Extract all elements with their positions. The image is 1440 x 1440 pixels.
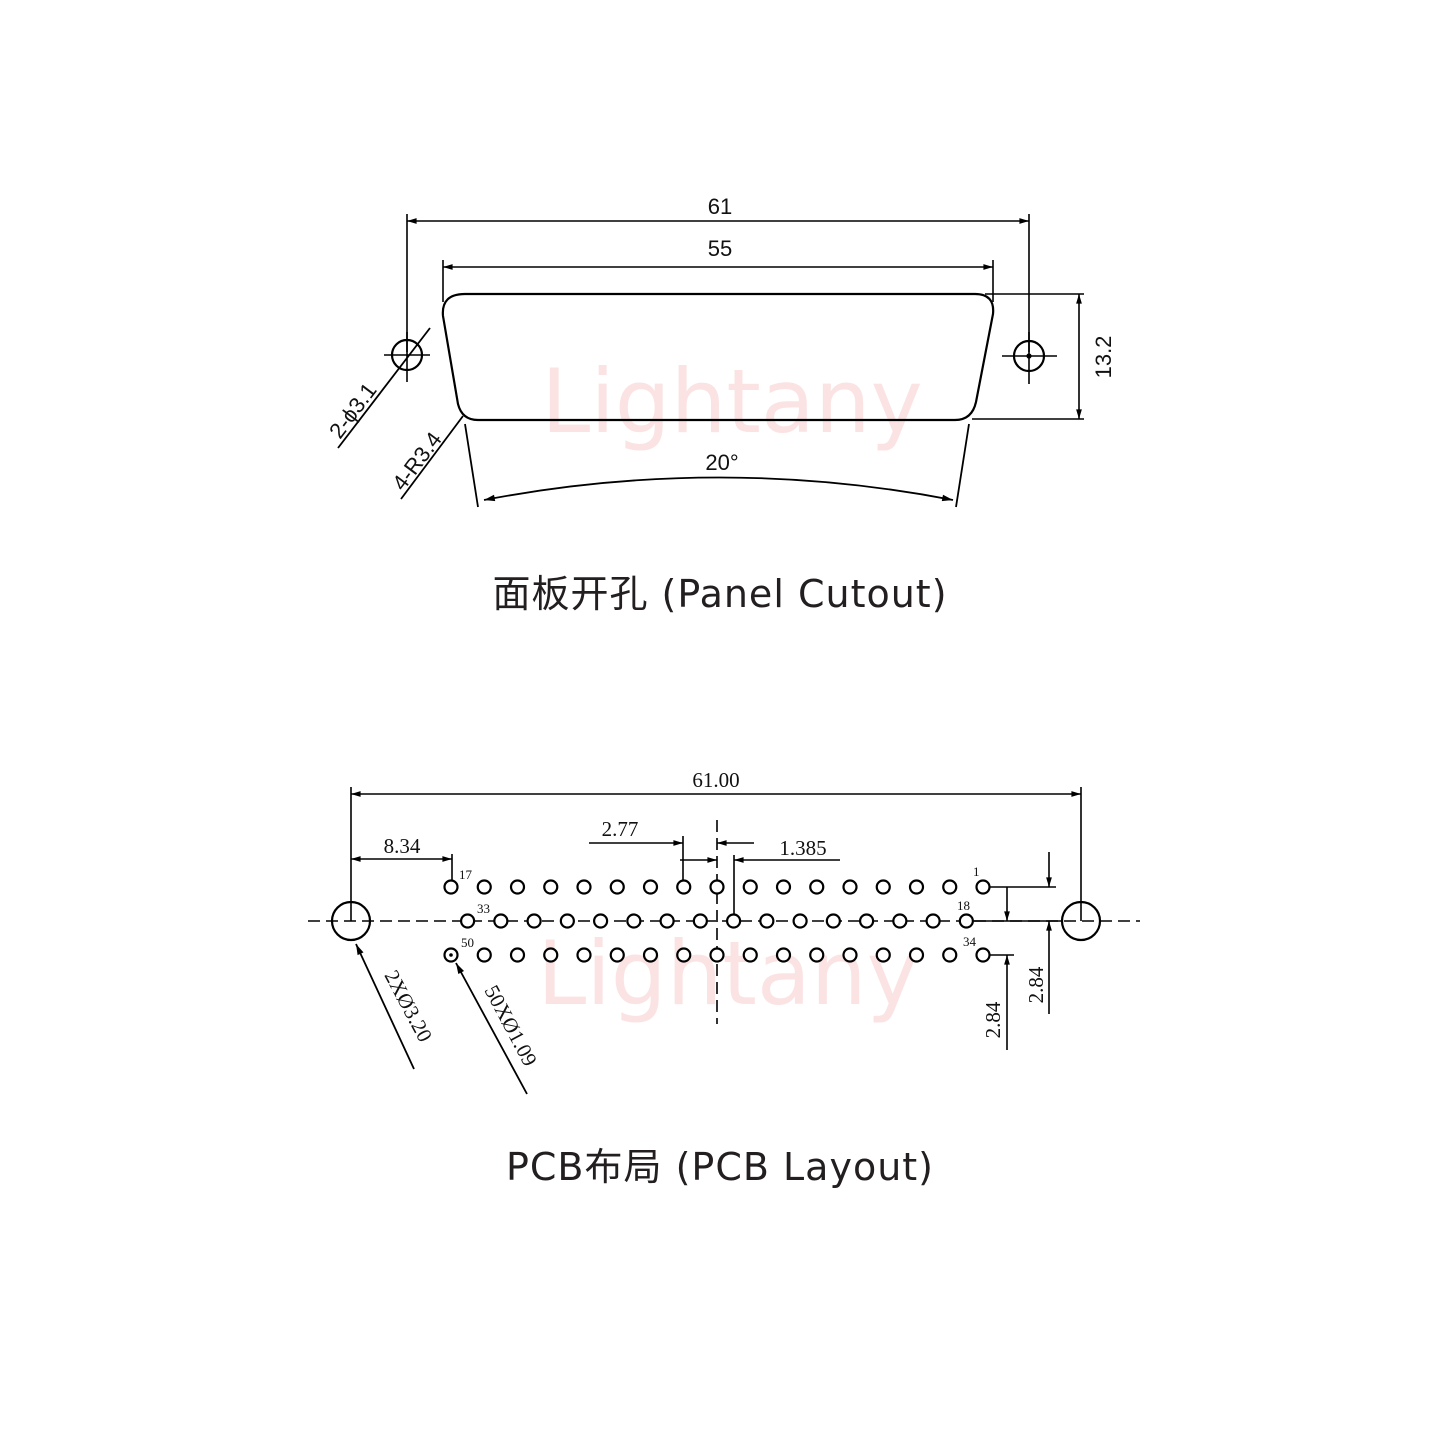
pin-hole [493, 913, 509, 929]
pin-hole [709, 879, 725, 895]
pin-hole [725, 913, 742, 929]
pin-hole [609, 947, 625, 963]
pin-hole [543, 947, 559, 963]
pin-hole [676, 947, 692, 963]
pcb-layout-drawing [308, 787, 1140, 1095]
pin-hole [476, 879, 492, 895]
pin-hole [875, 947, 891, 963]
dim-pcb-half-pitch: 1.385 [779, 836, 826, 860]
note-corner-radius: 4-R3.4 [387, 427, 447, 495]
pin-hole [642, 879, 659, 895]
pin-hole [443, 879, 459, 895]
pin-hole [809, 947, 825, 963]
pin-hole [676, 879, 692, 895]
dim-pcb-row-bottom: 2.84 [981, 1001, 1005, 1038]
pin-hole [842, 879, 858, 895]
pin-hole [509, 879, 526, 895]
pin-hole [709, 947, 725, 963]
dim-pcb-pitch: 2.77 [602, 817, 639, 841]
pin-hole [875, 879, 891, 895]
pin-label-17: 17 [459, 867, 473, 882]
pin-grid [443, 879, 991, 963]
pin-hole [942, 879, 958, 895]
pin-hole [576, 879, 592, 895]
d-sub-cutout-outline [441, 292, 995, 422]
dim-pcb-overall: 61.00 [692, 768, 739, 792]
dim-panel-height: 13.2 [1091, 336, 1116, 379]
pin-hole [925, 913, 941, 929]
note-mount-holes: 2-ϕ3.1 [324, 378, 382, 443]
pin-hole [659, 913, 675, 929]
dim-panel-opening: 55 [708, 236, 732, 261]
panel-cutout-caption: 面板开孔 (Panel Cutout) [492, 572, 948, 616]
pin-label-18: 18 [957, 898, 970, 913]
dim-panel-overall: 61 [708, 194, 732, 219]
pin-hole [692, 913, 708, 929]
pin-hole [476, 947, 492, 963]
pin-hole [742, 947, 758, 963]
watermark-bottom: Lightany [537, 922, 918, 1025]
pin-hole [509, 947, 526, 963]
pin-hole [742, 879, 758, 895]
pin-hole [975, 879, 991, 895]
note-pcb-mount-holes: 2XØ3.20 [380, 966, 438, 1046]
pin-hole [908, 947, 925, 963]
pin-hole [842, 947, 858, 963]
pin-hole [775, 879, 792, 895]
pin-hole [592, 913, 609, 929]
pin-hole [609, 879, 625, 895]
pin-label-50: 50 [461, 935, 474, 950]
dim-pcb-row-top: 2.84 [1024, 966, 1048, 1003]
pcb-layout-caption: PCB布局 (PCB Layout) [505, 1145, 935, 1189]
pin-hole [460, 913, 476, 929]
pin-hole [942, 947, 958, 963]
pin-hole [543, 879, 559, 895]
pin-hole [892, 913, 908, 929]
pin-hole [642, 947, 659, 963]
pin-label-33: 33 [477, 901, 490, 916]
pin-hole [958, 913, 974, 929]
pin-hole [559, 913, 575, 929]
pin-hole [908, 879, 925, 895]
pin-hole [576, 947, 592, 963]
dim-panel-angle: 20° [705, 450, 738, 475]
pin-hole [858, 913, 875, 929]
pin-hole [759, 913, 775, 929]
pin-hole [792, 913, 808, 929]
pin-label-34: 34 [963, 934, 977, 949]
pin-hole [626, 913, 642, 929]
pin-hole [775, 947, 792, 963]
dim-pcb-offset: 8.34 [384, 834, 421, 858]
panel-cutout-drawing [337, 214, 1084, 508]
pin-hole [825, 913, 841, 929]
pin-hole [809, 879, 825, 895]
watermark-top: Lightany [541, 350, 922, 453]
pin-hole [526, 913, 542, 929]
pin-hole [975, 947, 991, 963]
pin-label-1: 1 [973, 864, 980, 879]
